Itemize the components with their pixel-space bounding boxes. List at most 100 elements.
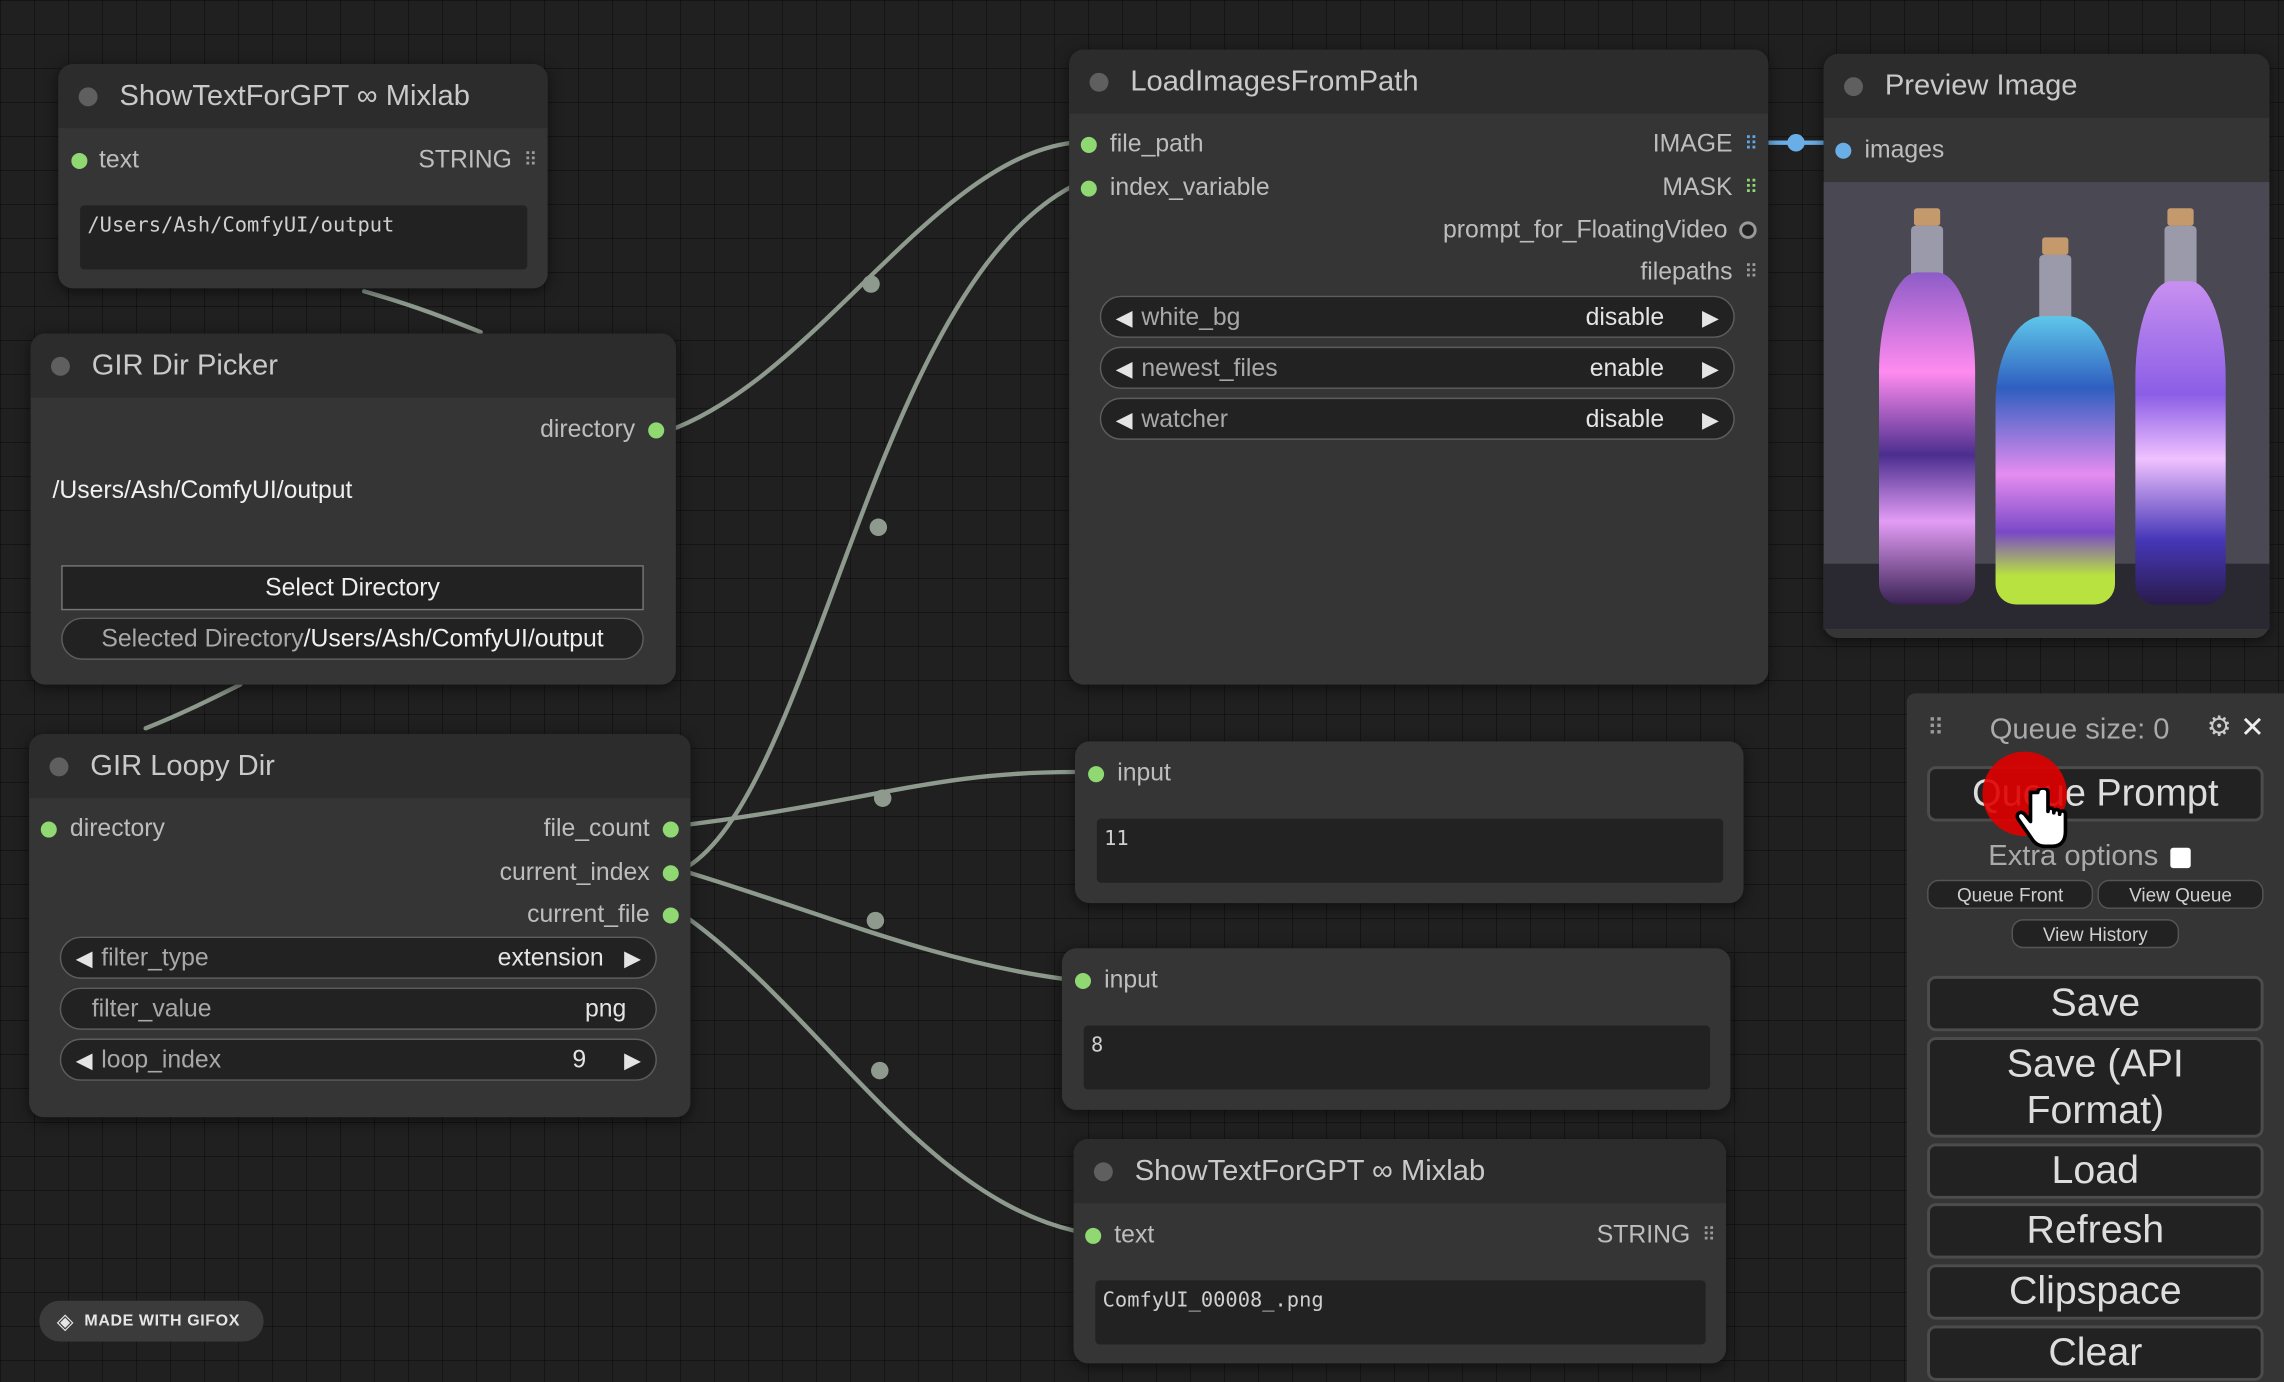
arrow-left-icon[interactable]: ◀ — [75, 1048, 93, 1073]
arrow-right-icon[interactable]: ▶ — [1701, 356, 1719, 381]
output-slot-dot[interactable] — [1739, 221, 1757, 239]
input-slot-dot[interactable] — [1080, 179, 1097, 196]
node-title[interactable]: LoadImagesFromPath — [1069, 49, 1769, 114]
dir-picker-node[interactable]: GIR Dir Picker directory /Users/Ash/Comf… — [30, 333, 676, 685]
node-title[interactable]: ShowTextForGPT ∞ Mixlab — [1073, 1139, 1727, 1204]
text-display[interactable]: ComfyUI_00008_.png — [1095, 1280, 1706, 1345]
text-input-slot[interactable]: text — [71, 146, 139, 175]
input-slot-dot[interactable] — [1085, 1227, 1102, 1244]
drag-handle-icon[interactable]: ⠿ — [1927, 716, 1945, 742]
clipspace-button[interactable]: Clipspace — [1927, 1264, 2264, 1320]
grid-icon[interactable]: ⠿ — [1701, 1223, 1716, 1246]
primitive-input-node-a[interactable]: input 11 — [1074, 741, 1744, 904]
collapse-dot[interactable] — [49, 756, 69, 776]
galaxy-bottle-left — [1879, 272, 1976, 605]
node-title[interactable]: GIR Dir Picker — [30, 333, 676, 398]
view-queue-button[interactable]: View Queue — [2097, 879, 2264, 909]
save-api-format-button[interactable]: Save (API Format) — [1927, 1037, 2264, 1138]
mask-output[interactable]: MASK⠿ — [1662, 173, 1758, 202]
input-slot-dot[interactable] — [1088, 765, 1105, 782]
image-output[interactable]: IMAGE⠿ — [1652, 129, 1758, 158]
arrow-left-icon[interactable]: ◀ — [1115, 305, 1133, 330]
load-button[interactable]: Load — [1927, 1143, 2264, 1199]
output-slot-dot[interactable] — [662, 820, 679, 837]
input-slot-dot[interactable] — [1080, 136, 1097, 153]
arrow-right-icon[interactable]: ▶ — [624, 1048, 641, 1073]
selected-directory-display: Selected Directory/Users/Ash/ComfyUI/out… — [61, 617, 644, 660]
input-slot-dot[interactable] — [1074, 972, 1091, 989]
grid-icon[interactable]: ⠿ — [523, 148, 538, 171]
collapse-dot[interactable] — [50, 356, 70, 376]
primitive-input-node-b[interactable]: input 8 — [1061, 948, 1731, 1110]
gear-icon[interactable]: ⚙ — [2206, 712, 2232, 743]
node-title[interactable]: Preview Image — [1823, 53, 2270, 118]
extra-options-checkbox[interactable] — [2169, 847, 2191, 868]
view-history-button[interactable]: View History — [2011, 919, 2180, 949]
arrow-left-icon[interactable]: ◀ — [75, 946, 93, 971]
directory-input-slot[interactable]: directory — [40, 814, 165, 843]
input-slot[interactable]: input — [1088, 759, 1171, 788]
fox-logo-icon: ◈ — [56, 1309, 75, 1335]
close-icon[interactable]: ✕ — [2240, 712, 2265, 745]
collapse-dot[interactable] — [1089, 72, 1109, 92]
refresh-button[interactable]: Refresh — [1927, 1203, 2264, 1259]
node-title[interactable]: GIR Loopy Dir — [29, 734, 691, 799]
load-images-node[interactable]: LoadImagesFromPath file_path index_varia… — [1069, 49, 1769, 685]
queue-front-button[interactable]: Queue Front — [1927, 879, 2094, 909]
arrow-right-icon[interactable]: ▶ — [1701, 305, 1719, 330]
value-textbox[interactable]: 11 — [1096, 818, 1724, 883]
queue-size-label: Queue size: 0 — [1989, 713, 2170, 746]
value-textbox[interactable]: 8 — [1083, 1025, 1711, 1090]
images-input[interactable]: images — [1835, 135, 1944, 164]
output-slot-dot[interactable] — [662, 906, 679, 923]
arrow-left-icon[interactable]: ◀ — [1115, 407, 1133, 432]
input-slot[interactable]: input — [1074, 966, 1158, 995]
select-directory-button[interactable]: Select Directory — [61, 565, 644, 611]
filepaths-output[interactable]: filepaths⠿ — [1640, 257, 1758, 286]
node-title[interactable]: ShowTextForGPT ∞ Mixlab — [58, 64, 548, 129]
directory-path-text: /Users/Ash/ComfyUI/output — [52, 476, 353, 504]
grid-icon[interactable]: ⠿ — [1744, 176, 1758, 199]
loopy-dir-node[interactable]: GIR Loopy Dir directory file_count curre… — [29, 734, 691, 1118]
text-input-slot[interactable]: text — [1085, 1221, 1154, 1250]
grid-icon[interactable]: ⠿ — [1744, 260, 1758, 283]
collapse-dot[interactable] — [1844, 76, 1863, 96]
show-text-node-bottom[interactable]: ShowTextForGPT ∞ Mixlab text STRING⠿ Com… — [1073, 1139, 1727, 1364]
arrow-right-icon[interactable]: ▶ — [624, 946, 641, 971]
current-index-output[interactable]: current_index — [500, 858, 679, 887]
string-output-slot[interactable]: STRING⠿ — [1596, 1220, 1716, 1249]
output-slot-dot[interactable] — [662, 864, 679, 881]
save-button[interactable]: Save — [1927, 975, 2264, 1032]
output-slot-dot[interactable] — [648, 421, 665, 438]
input-slot-dot[interactable] — [71, 152, 88, 169]
queue-prompt-button[interactable]: Queue Prompt — [1927, 766, 2264, 822]
input-slot-dot[interactable] — [1835, 142, 1852, 159]
arrow-right-icon[interactable]: ▶ — [1701, 407, 1719, 432]
file-path-input[interactable]: file_path — [1080, 130, 1204, 159]
grid-icon[interactable]: ⠿ — [1744, 132, 1758, 155]
bottle-cork — [2167, 208, 2194, 226]
text-display[interactable]: /Users/Ash/ComfyUI/output — [80, 205, 528, 270]
bottle-cork — [2042, 237, 2069, 255]
index-variable-input[interactable]: index_variable — [1080, 173, 1270, 202]
arrow-left-icon[interactable]: ◀ — [1115, 356, 1133, 381]
collapse-dot[interactable] — [78, 86, 98, 106]
clear-button[interactable]: Clear — [1927, 1325, 2264, 1381]
current-file-output[interactable]: current_file — [527, 900, 679, 929]
file-count-output[interactable]: file_count — [544, 814, 679, 843]
prompt-floating-video-output[interactable]: prompt_for_FloatingVideo — [1443, 216, 1757, 245]
extra-options-row[interactable]: Extra options — [1988, 840, 2191, 874]
collapse-dot[interactable] — [1093, 1161, 1113, 1181]
show-text-node-top[interactable]: ShowTextForGPT ∞ Mixlab text STRING⠿ /Us… — [58, 64, 548, 289]
directory-output-slot[interactable]: directory — [540, 415, 665, 444]
preview-image[interactable] — [1823, 182, 2270, 630]
input-slot-dot[interactable] — [40, 820, 57, 837]
string-output-slot[interactable]: STRING⠿ — [418, 145, 538, 174]
comfy-menu[interactable]: ⠿ Queue size: 0 ⚙ ✕ Queue Prompt Extra o… — [1906, 693, 2284, 1382]
